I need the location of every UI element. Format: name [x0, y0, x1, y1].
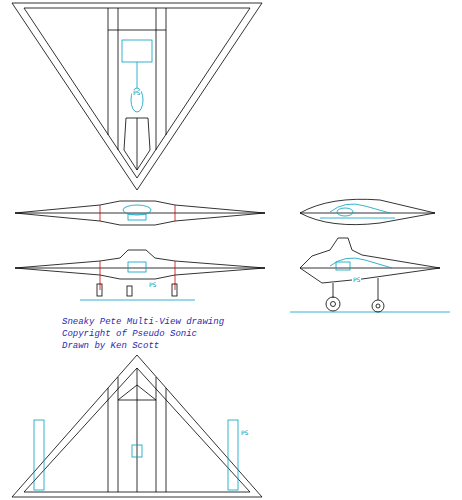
drawing-note: Copyright of Pseudo Sonic	[62, 330, 197, 340]
callout-label: PS	[352, 277, 361, 284]
drawing-note: Sneaky Pete Multi-View drawing	[62, 318, 224, 328]
callout-label: PS	[132, 90, 141, 97]
front-view	[15, 201, 265, 225]
drawing-note: Drawn by Ken Scott	[62, 342, 159, 352]
side-view	[300, 199, 435, 224]
bottom-view	[12, 355, 262, 497]
side-view-gear	[290, 238, 450, 312]
front-view-gear	[15, 250, 265, 300]
callout-label: PS	[148, 282, 157, 289]
callout-label: PS	[240, 430, 249, 437]
top-view	[12, 3, 262, 190]
